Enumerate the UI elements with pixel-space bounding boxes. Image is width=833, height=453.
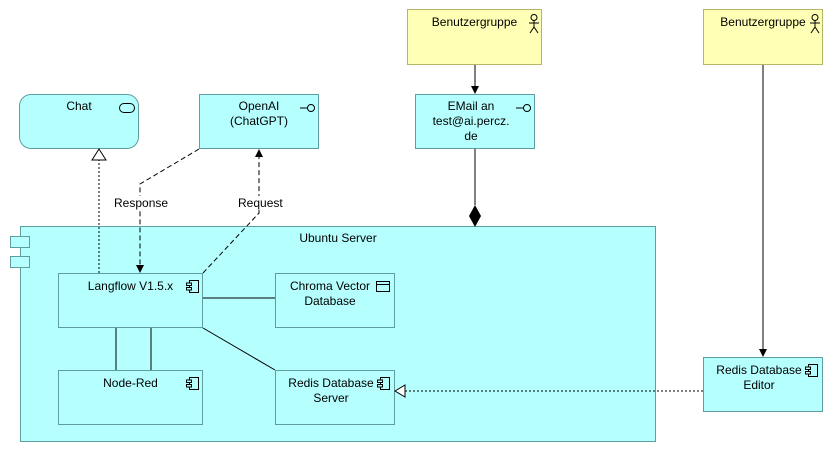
benutzergruppe-1-label: Benutzergruppe [431,15,518,29]
email-interface[interactable]: EMail an test@ai.percz. de [415,94,535,149]
openai-interface[interactable]: OpenAI (ChatGPT) [199,94,319,149]
chat-label: Chat [66,99,92,113]
response-flow [139,148,200,266]
interface-icon [516,104,531,112]
response-arrowhead [136,265,144,273]
interface-icon [300,104,315,112]
nodered-label: Node-Red [103,376,158,390]
chroma-artifact[interactable]: Chroma Vector Database [275,273,395,328]
component-icon [805,364,818,377]
component-icon [186,377,199,390]
trigger-arrowhead [759,349,767,357]
realization-arrowhead [91,148,107,161]
redis-editor-label: Redis Database Editor [716,363,802,392]
actor-icon [810,14,820,34]
benutzergruppe-2-label: Benutzergruppe [720,15,806,29]
component-icon [186,280,199,293]
node-tab-icon [10,236,30,248]
benutzergruppe-actor-2[interactable]: Benutzergruppe [703,9,823,65]
association-langflow-redis [202,327,276,371]
data-object-icon [376,281,390,292]
redis-server-component[interactable]: Redis Database Server [275,370,395,425]
langflow-label: Langflow V1.5.x [87,279,174,293]
trigger-arrowhead [471,86,479,94]
benutzergruppe-actor-1[interactable]: Benutzergruppe [407,9,542,65]
chat-service[interactable]: Chat [19,94,139,149]
request-arrowhead [255,149,263,157]
composition-diamond [469,205,481,227]
realization-arrowhead [394,384,406,398]
redis-server-label: Redis Database Server [288,376,374,405]
email-label: EMail an test@ai.percz. de [432,99,510,143]
langflow-component[interactable]: Langflow V1.5.x [58,273,203,328]
openai-label: OpenAI (ChatGPT) [229,99,288,128]
service-icon [119,103,135,113]
nodered-component[interactable]: Node-Red [58,370,203,425]
component-icon [377,377,390,390]
redis-editor-component[interactable]: Redis Database Editor [703,357,823,412]
request-flow [202,156,260,274]
chroma-label: Chroma Vector Database [289,279,371,308]
request-label: Request [236,196,285,210]
node-tab-icon [10,256,30,268]
response-label: Response [112,196,171,210]
ubuntu-server-label: Ubuntu Server [299,231,377,245]
actor-icon [529,14,539,34]
